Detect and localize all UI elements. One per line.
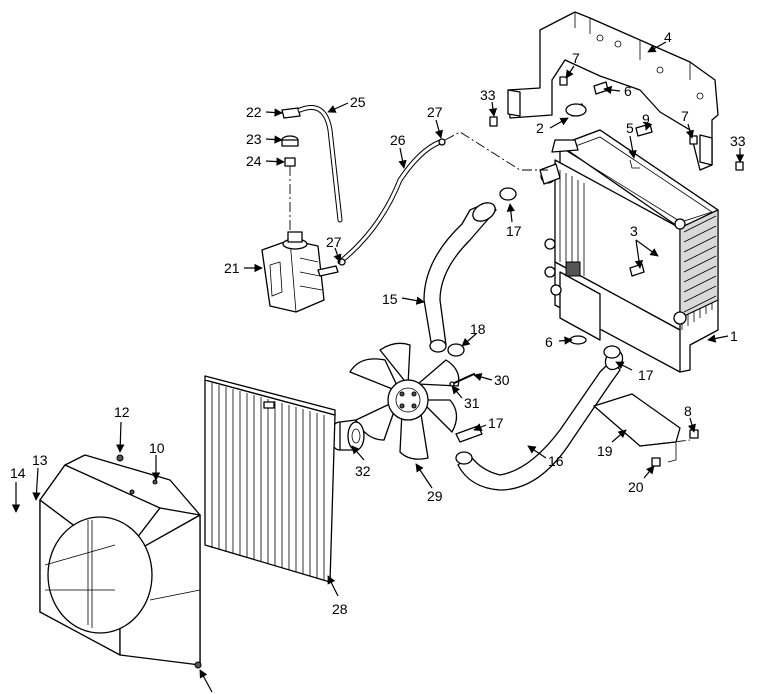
callout-label: 9 — [642, 111, 650, 127]
callout: 24 — [246, 153, 285, 169]
callout-label: 4 — [664, 29, 672, 45]
callout: 7 — [565, 50, 580, 79]
radiator — [539, 129, 719, 373]
callout-label: 27 — [326, 234, 342, 250]
callout-label: 21 — [224, 260, 240, 276]
callout: 17 — [615, 361, 654, 383]
callout: 18 — [461, 321, 486, 347]
callout-label: 27 — [427, 104, 443, 120]
callout-label: 17 — [506, 223, 522, 239]
callout: 10 — [149, 440, 165, 481]
tank-cap-stack — [281, 107, 301, 232]
callout: 31 — [451, 385, 480, 411]
heat-shield — [593, 393, 691, 463]
callout-label: 33 — [730, 133, 746, 149]
callout: 16 — [527, 445, 564, 469]
callout: 20 — [628, 465, 655, 495]
callout-label: 15 — [382, 291, 398, 307]
callout: 25 — [327, 94, 366, 113]
callout-label: 18 — [470, 321, 486, 337]
callout-label: 28 — [332, 601, 348, 617]
callout-label: 7 — [681, 108, 689, 124]
callout-label: 30 — [494, 372, 510, 388]
callout-label: 12 — [114, 404, 130, 420]
hose-clamp — [499, 187, 517, 201]
radiator-screen — [204, 375, 336, 583]
callout-label: 23 — [246, 131, 262, 147]
callout: 5 — [626, 120, 637, 159]
callout-label: 13 — [32, 452, 48, 468]
callout: 27 — [427, 104, 444, 139]
callout: 15 — [382, 291, 425, 307]
callout-label: 29 — [427, 488, 443, 504]
callout: 4 — [647, 29, 672, 53]
callout: 28 — [327, 575, 348, 617]
lower-radiator-hose — [455, 349, 624, 491]
callout-label: 24 — [246, 153, 262, 169]
callout: 26 — [390, 132, 407, 169]
coolant-hose — [337, 138, 446, 266]
callout: 23 — [246, 131, 283, 147]
callout-label: 16 — [548, 453, 564, 469]
callout: 6 — [603, 83, 632, 99]
callout-label: 22 — [246, 104, 262, 120]
callout: 1 — [707, 328, 738, 344]
callout: 17 — [506, 203, 522, 239]
callout-label: 32 — [355, 463, 371, 479]
cooling-fan — [349, 342, 460, 460]
upper-radiator-hose — [423, 202, 497, 353]
callout: 33 — [730, 133, 746, 163]
callout: 12 — [114, 404, 130, 453]
callout-label: 8 — [684, 403, 692, 419]
callout: 32 — [351, 445, 371, 479]
callout-label: 17 — [638, 367, 654, 383]
callout: 17 — [473, 415, 504, 431]
callout-label: 25 — [350, 94, 366, 110]
callout: 30 — [473, 372, 510, 388]
hose-clamp — [603, 345, 621, 359]
callout: 22 — [246, 104, 283, 120]
fan-shroud — [39, 454, 202, 669]
callout-label: 3 — [630, 223, 638, 239]
callout-label: 6 — [624, 83, 632, 99]
hose-clamp — [447, 343, 465, 357]
callout: 13 — [32, 452, 48, 501]
callout: 6 — [545, 334, 573, 350]
callout: 7 — [681, 108, 694, 139]
callout: 27 — [326, 234, 342, 263]
callout: 2 — [536, 117, 569, 136]
callout: 9 — [642, 111, 653, 131]
callout-label: 5 — [626, 120, 634, 136]
callout-label: 6 — [545, 334, 553, 350]
callout-label: 17 — [488, 415, 504, 431]
callout-label: 7 — [572, 50, 580, 66]
callout-label: 33 — [480, 87, 496, 103]
callout: 3 — [630, 223, 659, 269]
callout-label: 20 — [628, 479, 644, 495]
overflow-tank — [261, 231, 339, 313]
callout: 21 — [224, 260, 263, 276]
callout: 33 — [480, 87, 498, 117]
callout: 14 — [10, 465, 26, 513]
callout-label: 14 — [10, 465, 26, 481]
callout: 29 — [415, 463, 443, 504]
callout-label: 2 — [536, 120, 544, 136]
callout — [199, 669, 213, 693]
callout-label: 26 — [390, 132, 406, 148]
callout-label: 31 — [464, 395, 480, 411]
callout-label: 19 — [597, 443, 613, 459]
callout: 19 — [597, 429, 627, 459]
callout-label: 1 — [730, 328, 738, 344]
fan-bolt — [451, 373, 475, 385]
callout: 8 — [684, 403, 696, 433]
callout-label: 10 — [149, 440, 165, 456]
radiator-bracket — [507, 11, 719, 171]
